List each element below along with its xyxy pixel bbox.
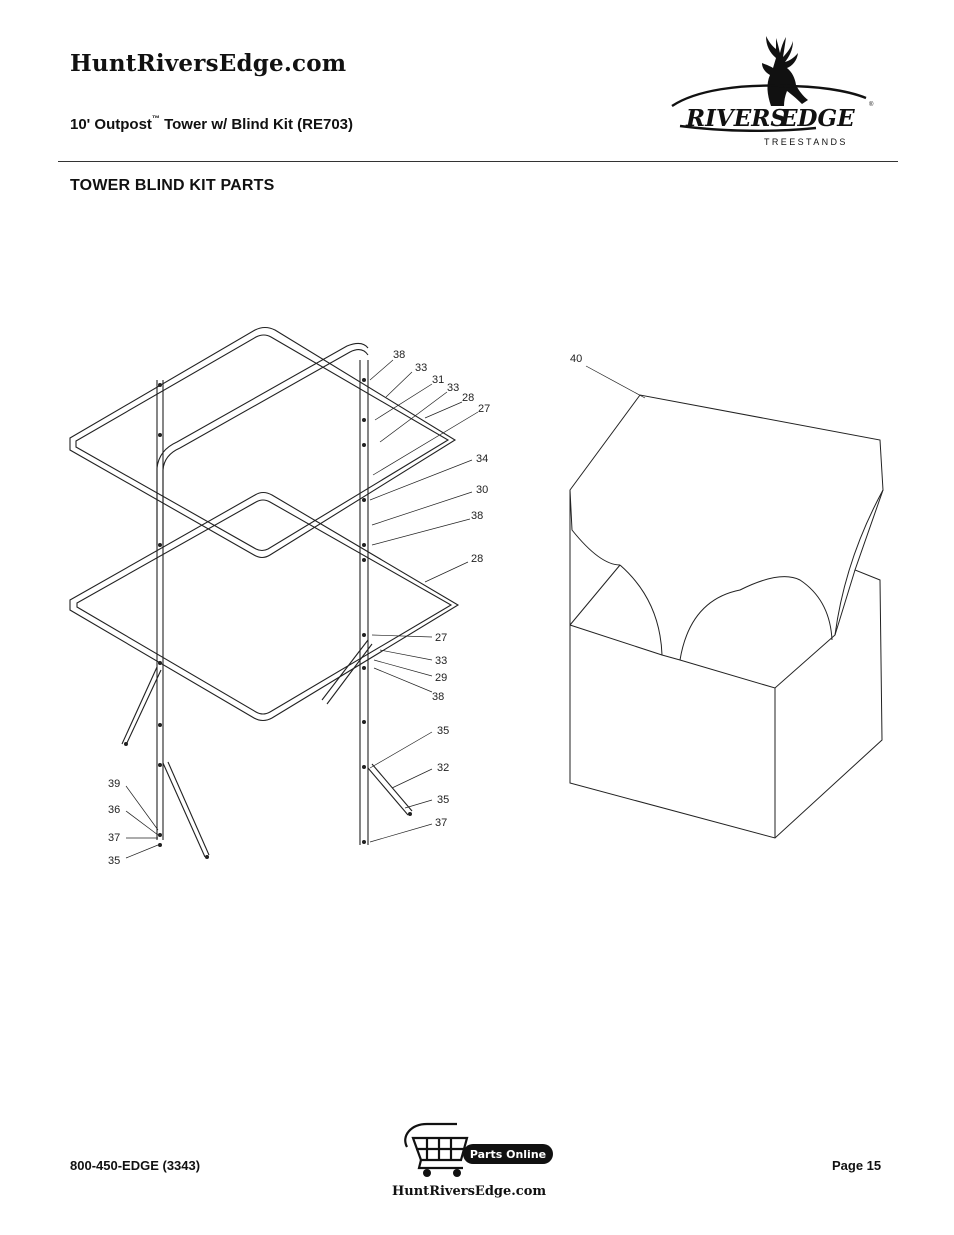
section-title: TOWER BLIND KIT PARTS (70, 177, 275, 194)
callout-label: 33 (435, 655, 447, 667)
callout-label: 27 (478, 403, 490, 415)
logo-registered: ® (869, 101, 874, 108)
logo-brand-left: RIVERS (685, 105, 787, 132)
cart-wheel-icon (453, 1169, 461, 1177)
trademark-symbol: ™ (151, 114, 160, 123)
footer-page-number: Page 15 (832, 1158, 882, 1173)
rivers-edge-logo: RIVERS EDGE ® TREESTANDS (671, 36, 874, 147)
blind-cover (569, 394, 884, 839)
callout-label: 39 (108, 778, 120, 790)
callout-label: 28 (471, 553, 483, 565)
cart-wheel-icon (423, 1169, 431, 1177)
callout-label: 37 (435, 817, 447, 829)
logo-brand-right: EDGE (779, 105, 855, 132)
callout-label: 35 (108, 855, 120, 867)
frame-callouts: 38 33 31 33 28 27 34 30 38 28 27 33 29 3… (108, 349, 582, 867)
callout-label: 32 (437, 762, 449, 774)
callout-label: 29 (435, 672, 447, 684)
product-title-rest: Tower w/ Blind Kit (RE703) (159, 116, 353, 133)
tower-frame (69, 326, 460, 858)
wordmark-swoosh (671, 84, 867, 132)
callout-label: 31 (432, 374, 444, 386)
blind-callout-label: 40 (570, 353, 582, 365)
parts-online-text: Parts Online (470, 1148, 546, 1161)
logo-tagline: TREESTANDS (764, 137, 848, 147)
parts-online-badge (463, 1144, 553, 1164)
callout-label: 33 (447, 382, 459, 394)
callout-label: 35 (437, 725, 449, 737)
callout-label: 28 (462, 392, 474, 404)
callout-label: 37 (108, 832, 120, 844)
shopping-cart-icon (404, 1122, 469, 1170)
product-title: 10' Outpost™ Tower w/ Blind Kit (RE703) (70, 114, 353, 133)
product-title-name: 10' Outpost (70, 116, 152, 133)
callout-label: 33 (415, 362, 427, 374)
callout-label: 36 (108, 804, 120, 816)
leader-lines (125, 359, 646, 859)
footer-phone: 800-450-EDGE (3343) (70, 1158, 201, 1173)
callout-label: 35 (437, 794, 449, 806)
callout-label: 38 (393, 349, 405, 361)
callout-label: 27 (435, 632, 447, 644)
callout-label: 34 (476, 453, 488, 465)
deer-head-icon (762, 36, 808, 106)
callout-label: 38 (432, 691, 444, 703)
parts-online-logo: Parts Online (404, 1122, 553, 1177)
callout-label: 30 (476, 484, 488, 496)
hardware-points (124, 378, 412, 859)
header-rule (58, 161, 898, 162)
site-title: HuntRiversEdge.com (70, 50, 347, 77)
footer-site: HuntRiversEdge.com (392, 1184, 547, 1199)
callout-label: 38 (471, 510, 483, 522)
